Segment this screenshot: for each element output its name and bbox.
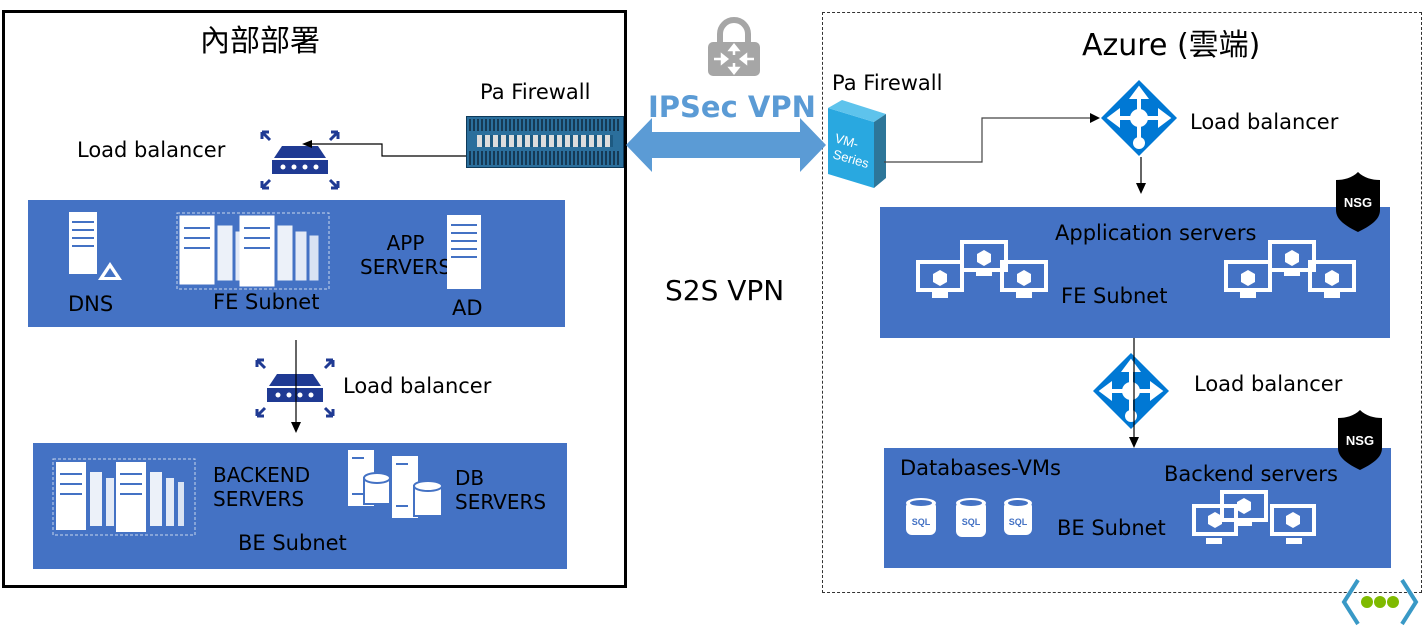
firewall-to-lb-connector (302, 140, 466, 157)
firewall-appliance-icon (466, 116, 624, 168)
db-servers-label-line2: SERVERS (455, 490, 547, 514)
azure-lb-top-label: Load balancer (1190, 110, 1339, 134)
app-servers-label: APP SERVERS (360, 231, 451, 279)
load-balancer-icon (255, 358, 335, 418)
azure-lb-to-be-arrow (1129, 338, 1139, 448)
ipsec-vpn-label: IPSec VPN (648, 90, 816, 124)
dns-label: DNS (68, 292, 114, 316)
sql-databases-icons: SQL SQL SQL (906, 498, 1032, 537)
vm-cluster-icon (1192, 490, 1316, 544)
firewall-to-azure-lb-connector (884, 113, 1100, 163)
vm-cluster-icon (1224, 240, 1356, 298)
application-servers-label: Application servers (1055, 221, 1257, 245)
onprem-title: 內部部署 (200, 24, 320, 59)
dns-server-icon (69, 212, 122, 280)
sql-database-icon: SQL (906, 498, 936, 535)
ad-server-icon (447, 215, 481, 289)
sql-database-icon: SQL (956, 498, 986, 537)
onprem-fe-subnet-label: FE Subnet (213, 290, 320, 314)
onprem-container (2, 10, 627, 588)
onprem-firewall-label: Pa Firewall (480, 80, 591, 104)
azure-fe-subnet (880, 207, 1390, 338)
vpn-gateway-lock-icon (708, 17, 760, 76)
azure-load-balancer-icon (1101, 80, 1177, 156)
app-servers-label-line2: SERVERS (360, 255, 452, 279)
virtual-network-icon (1341, 578, 1419, 626)
ad-label: AD (452, 296, 483, 320)
onprem-lb-mid-label: Load balancer (343, 374, 492, 398)
vm-cluster-icon (916, 240, 1048, 298)
app-servers-label-line1: APP (386, 231, 425, 255)
onprem-be-subnet-label: BE Subnet (238, 531, 347, 555)
vm-series-text-1: VM- (833, 130, 860, 151)
azure-fe-subnet-label: FE Subnet (1061, 284, 1168, 308)
backend-servers-icon (52, 458, 196, 536)
sql-label: SQL (962, 517, 981, 527)
backend-servers-label: Backend servers (1164, 462, 1338, 486)
azure-title: Azure (雲端) (1082, 28, 1261, 63)
db-servers-label: DB SERVERS (455, 466, 546, 514)
azure-lb-mid-label: Load balancer (1194, 372, 1343, 396)
app-servers-icon (176, 212, 330, 290)
backend-servers-label-line2: SERVERS (213, 487, 305, 511)
azure-lb-to-fe-arrow (1136, 157, 1146, 194)
vm-series-firewall-icon: VM- Series (828, 100, 886, 188)
onprem-lb-top-label: Load balancer (77, 138, 226, 162)
sql-label: SQL (912, 517, 931, 527)
databases-vms-label: Databases-VMs (900, 456, 1061, 480)
load-balancer-icon (260, 130, 340, 190)
lb-to-be-arrow (291, 340, 301, 433)
nsg-label: NSG (1344, 195, 1372, 210)
nsg-shield-icon: NSG (1336, 172, 1380, 232)
nsg-shield-icon: NSG (1338, 410, 1382, 470)
azure-be-subnet-label: BE Subnet (1057, 516, 1166, 540)
backend-servers-label: BACKEND SERVERS (213, 463, 310, 511)
azure-load-balancer-icon (1093, 353, 1169, 429)
db-servers-label-line1: DB (455, 466, 485, 490)
sql-label: SQL (1009, 517, 1028, 527)
backend-servers-label-line1: BACKEND (213, 463, 311, 487)
s2s-vpn-label: S2S VPN (665, 274, 785, 307)
ipsec-vpn-bidirectional-arrow (626, 118, 826, 172)
nsg-label: NSG (1346, 433, 1374, 448)
azure-firewall-label: Pa Firewall (832, 71, 943, 95)
db-servers-icon (348, 450, 443, 518)
sql-database-icon: SQL (1004, 498, 1032, 535)
